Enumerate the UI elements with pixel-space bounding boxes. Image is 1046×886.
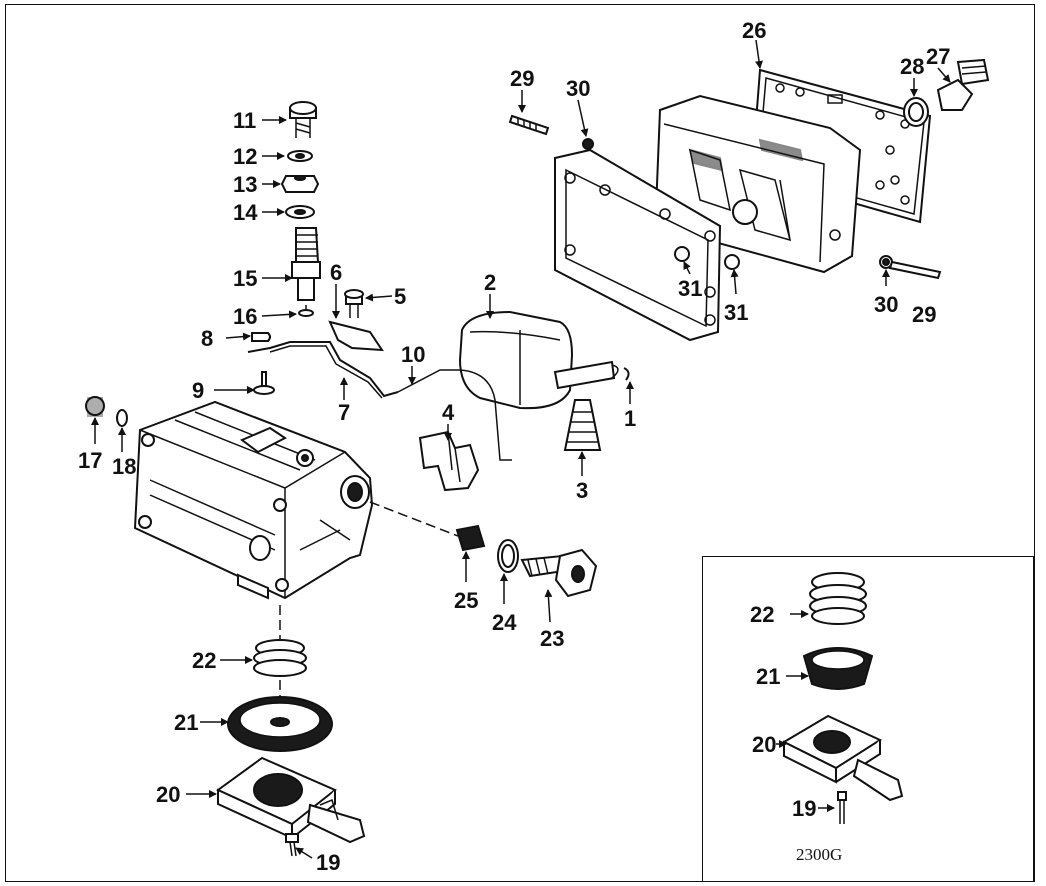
- label-31-right: 31: [724, 300, 748, 325]
- label-19: 19: [316, 850, 340, 875]
- drain-plug: [85, 396, 128, 427]
- assembly-line: [369, 501, 459, 537]
- label-21: 21: [174, 710, 198, 735]
- inset-frame: [702, 556, 1034, 882]
- label-3: 3: [576, 478, 588, 503]
- inset-label-21: 21: [756, 664, 780, 689]
- label-29-top: 29: [510, 66, 534, 91]
- label-4: 4: [442, 400, 455, 425]
- inset-2300g-parts: [781, 572, 904, 824]
- diagram-frame: [5, 4, 1035, 882]
- label-18: 18: [112, 454, 136, 479]
- fuel-inlet-parts: [455, 524, 598, 598]
- label-17: 17: [78, 448, 102, 473]
- metering-block-gaskets: [508, 58, 990, 342]
- label-15: 15: [233, 266, 257, 291]
- diaphragm-stack: [216, 639, 366, 857]
- inset-label-22: 22: [750, 602, 774, 627]
- needle-seat-stack: [280, 101, 321, 317]
- label-24: 24: [492, 610, 517, 635]
- label-16: 16: [233, 304, 257, 329]
- label-26: 26: [742, 18, 766, 43]
- inset-caption: 2300G: [796, 845, 842, 864]
- inset-label-20: 20: [752, 732, 776, 757]
- float-assembly: [247, 289, 630, 461]
- label-28: 28: [900, 54, 924, 79]
- label-5: 5: [394, 284, 406, 309]
- inset-label-19: 19: [792, 796, 816, 821]
- label-12: 12: [233, 144, 257, 169]
- label-30-top: 30: [566, 76, 590, 101]
- callout-labels: 11 12 13 14 15 16 8 9 5 6 7 10 2 1 3 4 1…: [78, 18, 950, 875]
- label-1: 1: [624, 406, 636, 431]
- label-9: 9: [192, 378, 204, 403]
- label-27: 27: [926, 44, 950, 69]
- label-8: 8: [201, 326, 213, 351]
- label-22: 22: [192, 648, 216, 673]
- float-needle: [563, 399, 602, 451]
- label-29-right: 29: [912, 302, 936, 327]
- label-10: 10: [401, 342, 425, 367]
- fuel-bowl: [133, 400, 374, 600]
- label-11: 11: [233, 108, 256, 133]
- label-25: 25: [454, 588, 478, 613]
- label-31-left: 31: [678, 276, 702, 301]
- label-2: 2: [484, 270, 496, 295]
- label-7: 7: [338, 400, 350, 425]
- label-13: 13: [233, 172, 257, 197]
- label-30-right: 30: [874, 292, 898, 317]
- label-23: 23: [540, 626, 564, 651]
- label-14: 14: [233, 200, 258, 225]
- leader-lines: [91, 39, 951, 859]
- label-6: 6: [330, 260, 342, 285]
- float-bracket: [418, 430, 480, 492]
- label-20: 20: [156, 782, 180, 807]
